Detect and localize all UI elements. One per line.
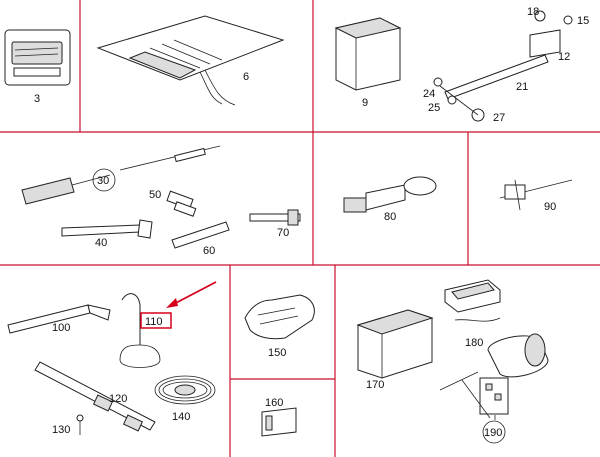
label-130: 130 (52, 424, 70, 436)
label-180: 180 (465, 337, 483, 349)
label-170: 170 (366, 379, 384, 391)
part-90-lug-wrench[interactable] (499, 179, 573, 211)
part-190-inflator[interactable] (439, 333, 549, 420)
label-140: 140 (172, 411, 190, 423)
part-150-gloves[interactable] (244, 294, 315, 340)
part-180-compressor[interactable] (444, 279, 501, 322)
part-110-hex-key[interactable] (119, 293, 161, 368)
label-190-circle (482, 420, 506, 444)
label-110: 110 (145, 316, 163, 328)
label-100: 100 (52, 322, 70, 334)
label-30: 30 (97, 175, 109, 187)
part-80-towing-eye[interactable] (343, 176, 437, 213)
label-18: 18 (527, 6, 539, 18)
label-12: 12 (558, 51, 570, 63)
part-70-bolt[interactable] (249, 209, 301, 226)
part-9-box[interactable] (334, 17, 402, 91)
part-140-coiled-cable[interactable] (154, 375, 216, 405)
label-60: 60 (203, 245, 215, 257)
part-160-clip[interactable] (261, 407, 297, 437)
label-15: 15 (577, 15, 589, 27)
label-70: 70 (277, 227, 289, 239)
label-110-box (140, 312, 172, 329)
label-6: 6 (243, 71, 249, 83)
label-150: 150 (268, 347, 286, 359)
highlight-arrowhead (166, 298, 178, 308)
label-30-circle (92, 168, 116, 192)
part-6-tool-roll[interactable] (96, 15, 285, 106)
label-24: 24 (423, 88, 435, 100)
label-21: 21 (516, 81, 528, 93)
part-100-l-bar[interactable] (7, 304, 111, 334)
part-130-pin[interactable] (76, 414, 84, 435)
label-190: 190 (484, 427, 502, 439)
label-3: 3 (34, 93, 40, 105)
part-21-bracket[interactable] (433, 10, 573, 122)
label-25: 25 (428, 102, 440, 114)
label-90: 90 (544, 201, 556, 213)
label-9: 9 (362, 97, 368, 109)
part-40-wrench[interactable] (61, 219, 153, 239)
part-30-screwdriver[interactable] (21, 145, 221, 205)
part-120-strap[interactable] (34, 361, 156, 432)
part-3-manual[interactable] (4, 29, 71, 86)
label-120: 120 (109, 393, 127, 405)
part-170-first-aid-box[interactable] (356, 309, 434, 379)
highlight-arrow (169, 281, 217, 307)
label-80: 80 (384, 211, 396, 223)
label-27: 27 (493, 112, 505, 124)
part-50-socket[interactable] (166, 190, 197, 217)
label-160: 160 (265, 397, 283, 409)
label-50: 50 (149, 189, 161, 201)
part-60-bar[interactable] (171, 221, 230, 249)
label-40: 40 (95, 237, 107, 249)
